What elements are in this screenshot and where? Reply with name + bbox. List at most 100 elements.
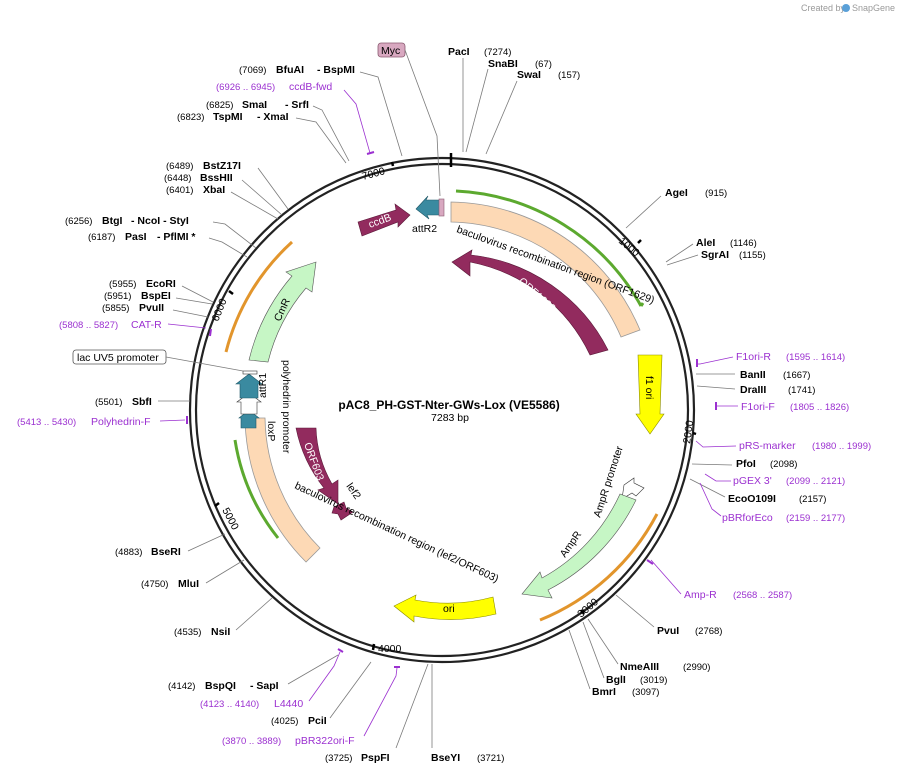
tick-3000 — [580, 609, 585, 615]
primer-pbrforeco-range: (2159 .. 2177) — [786, 513, 845, 524]
feature-lac-uv5[interactable] — [242, 370, 258, 375]
primer-l4440-range: (4123 .. 4140) — [200, 699, 259, 710]
plasmid-title: pAC8_PH-GST-Nter-GWs-Lox (VE5586) 7283 b… — [338, 398, 559, 424]
myc-label: Myc — [381, 45, 400, 57]
snapgene-logo-icon — [842, 4, 850, 12]
feature-recomb-region-top[interactable] — [450, 201, 641, 338]
enzyme-smai: SmaI — [242, 99, 267, 111]
enzyme-bstz17i-pos: (6489) — [166, 161, 193, 172]
leader-bseri — [187, 533, 226, 552]
primer-f1ori-f: F1ori-F — [741, 401, 775, 413]
enzyme-bspqi: BspQI — [205, 680, 236, 692]
enzyme-draiii-pos: (1741) — [788, 385, 815, 396]
enzyme-bfuai-alt: - BspMI — [317, 64, 355, 76]
credit-prefix: Created by — [801, 3, 846, 13]
lacuv5-leader — [165, 356, 244, 372]
enzyme-banii-pos: (1667) — [783, 370, 810, 381]
enzyme-snabi: SnaBI — [488, 58, 518, 70]
feature-myc[interactable] — [438, 198, 445, 217]
enzymes-left: (7069) BfuAI - BspMI (6825) SmaI - SrfI … — [65, 64, 429, 764]
tick-4000 — [371, 643, 376, 651]
enzyme-bgli: BglI — [606, 674, 626, 686]
band-cmr — [224, 240, 294, 353]
enzyme-tspmi-alt: - XmaI — [257, 111, 289, 123]
leader-pcii — [329, 661, 372, 719]
tick-label-1000: 1000 — [616, 235, 642, 259]
leader-pspfi — [395, 663, 429, 749]
feature-loxp[interactable] — [238, 409, 260, 429]
band-ampr — [539, 513, 659, 622]
enzyme-bseri: BseRI — [151, 546, 181, 558]
enzyme-bstz17i: BstZ17I — [203, 160, 241, 172]
lacuv5-label: lac UV5 promoter — [77, 352, 159, 364]
enzyme-draiii: DraIII — [740, 384, 766, 396]
primer-mark-cat-r — [209, 328, 212, 337]
leader-ecoo109i — [689, 478, 726, 498]
primer-l4440: L4440 — [274, 698, 303, 710]
primer-amp-r-range: (2568 .. 2587) — [733, 590, 792, 601]
enzyme-bspqi-alt: - SapI — [250, 680, 279, 692]
primer-mark-amp-r — [646, 559, 654, 565]
band-orf1629-tip — [639, 302, 645, 307]
enzyme-agei: AgeI — [665, 187, 688, 199]
primer-f1ori-f-range: (1805 .. 1826) — [790, 402, 849, 413]
primer-cat-r-range: (5808 .. 5827) — [59, 320, 118, 331]
tick-6000 — [228, 290, 234, 295]
enzyme-pspfi: PspFI — [361, 752, 390, 764]
enzyme-pasi: PasI — [125, 231, 147, 243]
primers-right: F1ori-R (1595 .. 1614) F1ori-F (1805 .. … — [646, 351, 871, 601]
leader-pvui — [615, 594, 655, 628]
enzyme-pasi-pos: (6187) — [88, 232, 115, 243]
feature-orf1629[interactable] — [451, 249, 609, 356]
feature-attr2[interactable] — [415, 195, 441, 220]
leader-bsshii — [241, 179, 283, 216]
feature-ori[interactable] — [393, 594, 497, 623]
enzyme-btgi-alt: - NcoI - StyI — [131, 215, 189, 227]
label-attr1: attR1 — [257, 373, 269, 398]
enzyme-bsshii-pos: (6448) — [164, 173, 191, 184]
tick-marks — [214, 161, 697, 651]
feature-lef2[interactable] — [331, 501, 354, 521]
credit-brand: SnapGene — [852, 3, 895, 13]
enzyme-smai-alt: - SrfI — [285, 99, 309, 111]
enzyme-bsshii: BssHII — [200, 172, 233, 184]
feature-orf603[interactable] — [295, 427, 339, 505]
enzyme-alei-pos: (1146) — [730, 238, 757, 249]
feature-cmr[interactable] — [248, 261, 317, 363]
feature-attr1[interactable] — [235, 373, 263, 399]
enzyme-bseri-pos: (4883) — [115, 547, 142, 558]
backbone-inner-ring — [194, 162, 690, 658]
primer-mark-ccdb-fwd — [366, 151, 375, 155]
leader-f1ori-r — [696, 356, 734, 365]
tick-2000 — [692, 431, 697, 436]
enzyme-bgli-pos: (3019) — [640, 675, 667, 686]
enzyme-mlui-pos: (4750) — [141, 579, 168, 590]
leader-smai — [312, 105, 350, 162]
enzyme-xbai: XbaI — [203, 184, 225, 196]
backbone — [188, 156, 696, 664]
enzyme-paci: PacI — [448, 46, 470, 58]
enzyme-bfuai: BfuAI — [276, 64, 304, 76]
feature-ampr[interactable] — [521, 493, 637, 599]
enzyme-pcii-pos: (4025) — [271, 716, 298, 727]
primers-left: (6926 .. 6945) ccdB-fwd (5808 .. 5827) C… — [17, 81, 400, 747]
leader-mlui — [205, 559, 245, 584]
plasmid-length: 7283 bp — [431, 412, 469, 424]
label-lef2: lef2 — [344, 481, 364, 502]
leader-ccdb-fwd — [343, 89, 371, 154]
leader-alei — [665, 243, 694, 263]
feature-ccdb[interactable] — [357, 203, 411, 237]
leader-nmeaiii — [587, 618, 619, 665]
outer-bands — [224, 189, 659, 622]
band-orf1629 — [455, 189, 643, 307]
tick-5000 — [214, 502, 220, 507]
feature-f1-ori[interactable] — [635, 354, 665, 435]
leader-draiii — [696, 385, 736, 390]
enzyme-bfuai-pos: (7069) — [239, 65, 266, 76]
leader-prs-marker — [695, 440, 737, 448]
backbone-outer-ring — [188, 156, 696, 664]
leader-pgex3 — [704, 473, 731, 482]
enzyme-pspfi-pos: (3725) — [325, 753, 352, 764]
leader-pbrforeco — [699, 482, 722, 517]
